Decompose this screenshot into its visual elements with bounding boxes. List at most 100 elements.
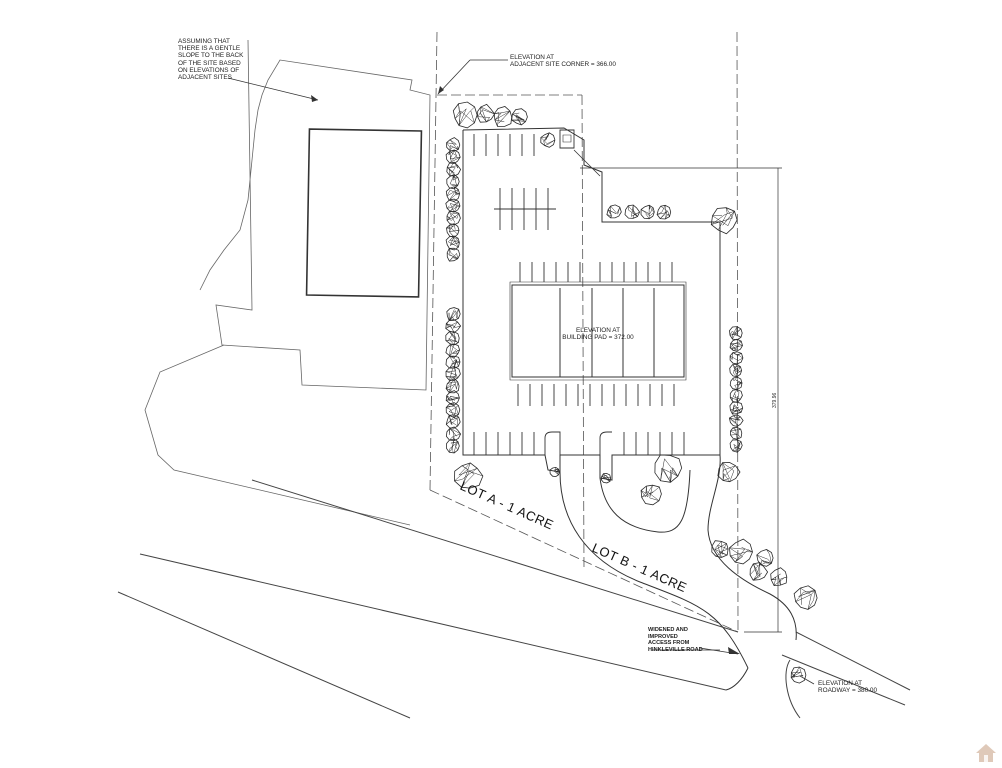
access-note-leader-end [700, 648, 738, 654]
tree-branches [447, 140, 459, 151]
tree-branches [711, 208, 734, 230]
tree-canopy [711, 208, 737, 234]
tree-canopy [601, 474, 610, 483]
roadway-note-leader [800, 676, 814, 684]
tree-branches [449, 429, 460, 441]
tree-branches [446, 415, 458, 426]
tree-branches [750, 563, 762, 581]
tree-branches [450, 175, 458, 189]
tree-canopy [730, 364, 742, 376]
tree-branches [796, 588, 815, 609]
tree-canopy [446, 332, 459, 345]
roadway-elevation-note: ELEVATION AT ROADWAY = 380.00 [818, 680, 878, 695]
tree-branches [723, 463, 736, 482]
tree-canopy [750, 563, 768, 581]
access-drive-right [708, 455, 796, 640]
tree-branches [447, 212, 459, 223]
tree-canopy [447, 162, 461, 176]
tree-canopy [446, 366, 460, 380]
corner-note-leader-diag [438, 60, 470, 94]
tree-branches [729, 415, 740, 427]
tree-branches [715, 541, 728, 557]
tree-branches [730, 327, 741, 340]
adjacent-site-boundary-lower [145, 345, 410, 525]
tree-canopy [478, 104, 495, 122]
tree-branches [478, 107, 495, 122]
tree-branches [554, 467, 560, 475]
tree-branches [450, 344, 460, 356]
slope-note-arrowhead [311, 95, 318, 102]
tree-canopy [447, 248, 460, 261]
tree-canopy [730, 390, 742, 403]
tree-branches [446, 366, 458, 380]
tree-canopy [655, 455, 682, 482]
tree-canopy [641, 485, 661, 505]
tree-canopy [730, 440, 742, 452]
tree-canopy [446, 320, 461, 333]
tree-branches [733, 377, 742, 390]
tree-canopy [730, 352, 743, 364]
tree-canopy [446, 344, 460, 357]
tree-canopy [447, 224, 460, 238]
roadway [118, 480, 910, 718]
tree-branches [446, 396, 459, 406]
tree-branches [455, 104, 475, 126]
tree-canopy [446, 427, 460, 441]
tree-canopy [447, 308, 460, 321]
tree-branches [447, 224, 460, 238]
tree-branches [730, 390, 740, 403]
tree-branches [641, 205, 654, 219]
retail-building [510, 282, 686, 380]
tree-branches [446, 332, 459, 345]
tree-branches [601, 474, 610, 482]
dumpster-enclosure [560, 130, 574, 148]
tree-canopy [550, 467, 560, 476]
tree-canopy [607, 205, 621, 218]
building-pad-elevation-note: ELEVATION AT BUILDING PAD = 372.00 [562, 327, 634, 342]
tree-branches [450, 356, 461, 368]
tree-canopy [712, 541, 728, 558]
tree-branches [733, 440, 741, 452]
tree-canopy [447, 211, 460, 224]
tree-canopy [447, 175, 459, 189]
tree-branches [730, 341, 742, 350]
tree-canopy [657, 205, 671, 219]
tree-branches [447, 200, 460, 212]
landscape-trees [446, 102, 817, 683]
parking-lot-edge [463, 128, 720, 480]
tree-canopy [455, 463, 483, 488]
dimension-label: 379.96 [772, 392, 778, 408]
tree-canopy [771, 568, 787, 586]
tree-canopy [794, 586, 817, 610]
tree-branches [791, 667, 803, 678]
tree-canopy [757, 550, 773, 567]
tree-branches [449, 439, 458, 453]
dumpster-pad [563, 135, 571, 142]
tree-canopy [494, 107, 512, 127]
access-note-arrowhead [728, 647, 740, 654]
tree-branches [446, 404, 458, 418]
drive-to-road [726, 668, 748, 690]
access-drive-inner [600, 470, 690, 532]
tree-canopy [446, 236, 459, 250]
house-icon [976, 744, 996, 762]
tree-canopy [446, 415, 460, 428]
tree-branches [494, 111, 510, 126]
tree-canopy [446, 199, 460, 212]
tree-canopy [791, 667, 806, 683]
tree-branches [448, 236, 459, 247]
tree-canopy [730, 377, 742, 390]
tree-canopy [541, 133, 555, 148]
tree-branches [541, 133, 555, 146]
tree-branches [512, 113, 526, 125]
tree-canopy [446, 150, 460, 164]
parking-stalls [474, 134, 684, 455]
slope-note: ASSUMING THAT THERE IS A GENTLE SLOPE TO… [178, 38, 244, 82]
tree-canopy [446, 379, 459, 393]
tree-canopy [641, 205, 654, 219]
corner-elevation-note: ELEVATION AT ADJACENT SITE CORNER = 366.… [510, 54, 616, 69]
tree-branches [641, 485, 659, 501]
dimension-line [580, 168, 782, 632]
tree-branches [730, 353, 743, 364]
dumpster-leader [574, 150, 600, 176]
